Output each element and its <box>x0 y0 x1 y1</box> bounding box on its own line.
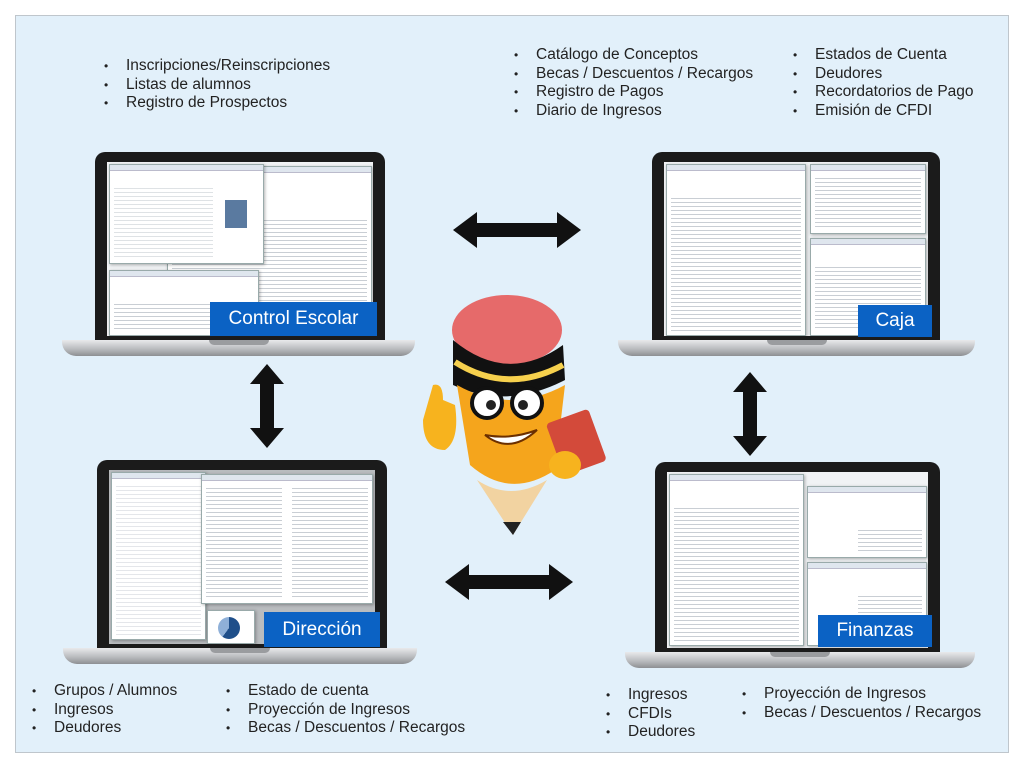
feature-item: Ingresos <box>606 686 695 705</box>
feature-item: Inscripciones/Reinscripciones <box>104 57 330 76</box>
feature-item: Becas / Descuentos / Recargos <box>742 704 981 723</box>
feature-item: CFDIs <box>606 705 695 724</box>
feature-item: Catálogo de Conceptos <box>514 46 753 65</box>
double-arrow-horizontal-icon <box>453 212 581 248</box>
module-label-direccion: Dirección <box>264 612 380 647</box>
caja-features-right: Estados de Cuenta Deudores Recordatorios… <box>793 46 974 121</box>
finanzas-features-right: Proyección de Ingresos Becas / Descuento… <box>742 685 981 722</box>
feature-item: Recordatorios de Pago <box>793 83 974 102</box>
feature-item: Registro de Prospectos <box>104 94 330 113</box>
direccion-features-left: Grupos / Alumnos Ingresos Deudores <box>32 682 177 738</box>
feature-item: Diario de Ingresos <box>514 102 753 121</box>
feature-item: Estado de cuenta <box>226 682 465 701</box>
feature-item: Proyección de Ingresos <box>742 685 981 704</box>
feature-item: Becas / Descuentos / Recargos <box>514 65 753 84</box>
double-arrow-vertical-icon <box>250 364 284 448</box>
laptop-base <box>63 648 417 664</box>
feature-item: Estados de Cuenta <box>793 46 974 65</box>
module-label-finanzas: Finanzas <box>818 615 932 647</box>
double-arrow-horizontal-icon <box>445 564 573 600</box>
control-escolar-features: Inscripciones/Reinscripciones Listas de … <box>104 57 330 113</box>
laptop-screen <box>97 460 387 650</box>
module-label-caja: Caja <box>858 305 932 337</box>
feature-item: Deudores <box>32 719 177 738</box>
laptop-base <box>618 340 975 356</box>
double-arrow-vertical-icon <box>733 372 767 456</box>
feature-item: Emisión de CFDI <box>793 102 974 121</box>
caja-features-left: Catálogo de Conceptos Becas / Descuentos… <box>514 46 753 121</box>
feature-item: Deudores <box>606 723 695 742</box>
feature-item: Ingresos <box>32 701 177 720</box>
pencil-mascot-icon <box>423 295 606 535</box>
module-label-control-escolar: Control Escolar <box>210 302 377 336</box>
feature-item: Registro de Pagos <box>514 83 753 102</box>
laptop-base <box>625 652 975 668</box>
laptop-base <box>62 340 415 356</box>
feature-item: Deudores <box>793 65 974 84</box>
feature-item: Grupos / Alumnos <box>32 682 177 701</box>
feature-item: Listas de alumnos <box>104 76 330 95</box>
laptop-screen <box>652 152 940 342</box>
finanzas-features-left: Ingresos CFDIs Deudores <box>606 686 695 742</box>
feature-item: Proyección de Ingresos <box>226 701 465 720</box>
direccion-features-right: Estado de cuenta Proyección de Ingresos … <box>226 682 465 738</box>
feature-item: Becas / Descuentos / Recargos <box>226 719 465 738</box>
